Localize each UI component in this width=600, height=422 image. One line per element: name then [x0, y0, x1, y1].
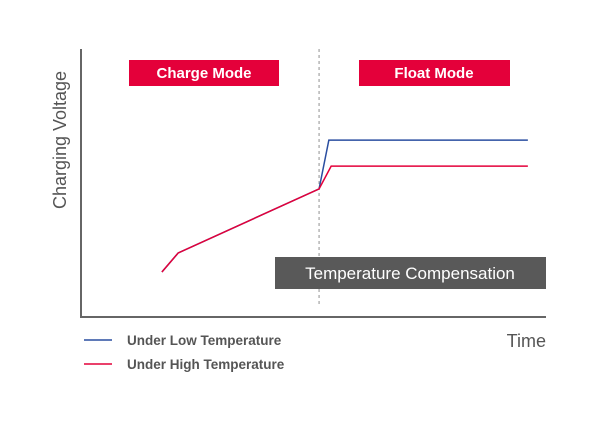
legend-label-high: Under High Temperature — [127, 357, 285, 372]
temperature-compensation-label: Temperature Compensation — [305, 264, 515, 283]
float-mode-box — [359, 60, 510, 86]
temperature-compensation-box — [275, 257, 546, 289]
x-axis-label: Time — [507, 331, 546, 351]
float-mode-label: Float Mode — [394, 65, 473, 82]
series-line-high-temperature — [161, 165, 528, 273]
legend-label-low: Under Low Temperature — [127, 333, 282, 348]
charge-mode-label: Charge Mode — [156, 65, 251, 82]
charge-mode-box — [129, 60, 279, 86]
series-line-low-temperature — [161, 139, 528, 273]
y-axis-label: Charging Voltage — [50, 71, 70, 209]
